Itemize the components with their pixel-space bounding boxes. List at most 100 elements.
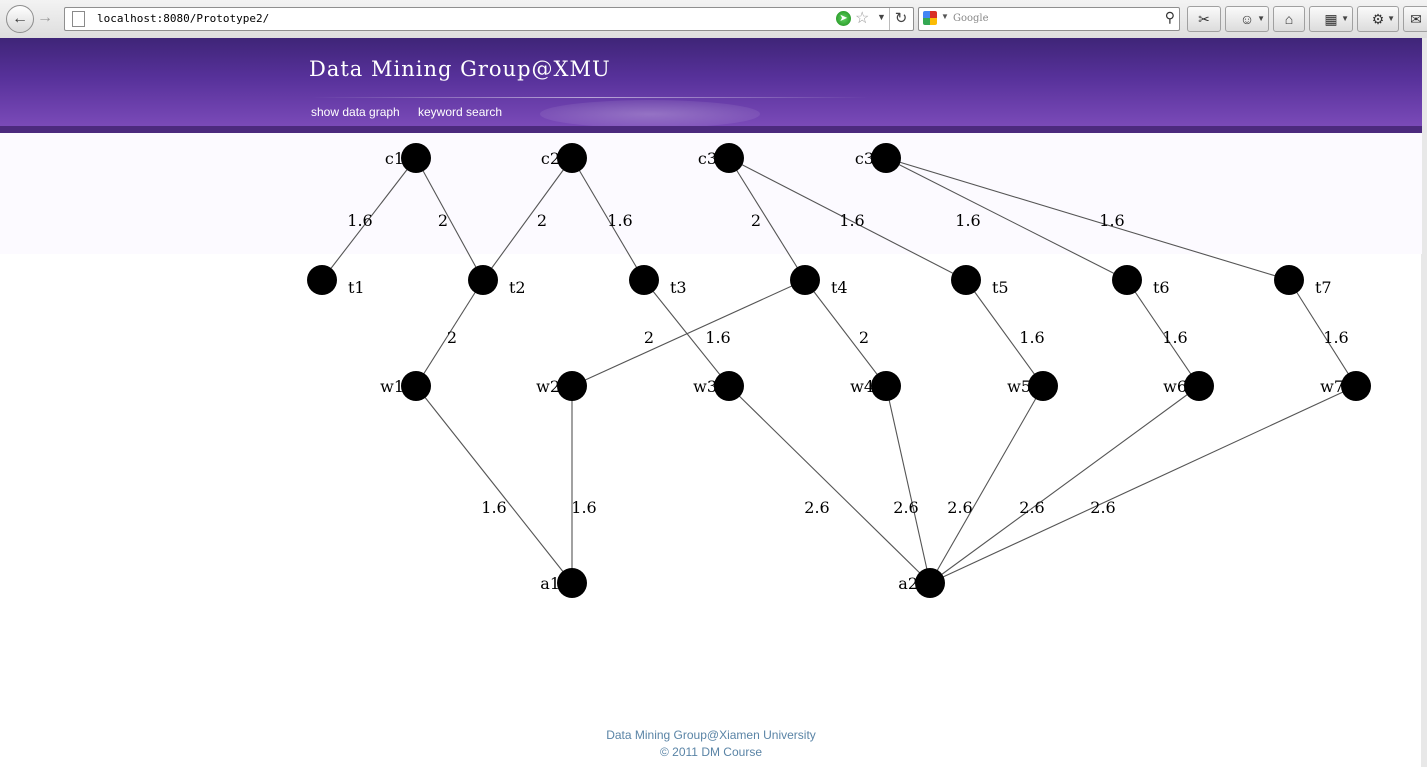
node-w7[interactable] [1341,371,1371,401]
header-divider [310,97,870,98]
go-arrow-icon[interactable]: ➤ [836,11,851,26]
footer-copyright: © 2011 DM Course [660,745,762,759]
edge-t5-w5 [965,279,1044,387]
node-label: w1 [380,377,404,396]
node-t2[interactable] [468,265,498,295]
node-c2[interactable] [557,143,587,173]
mail-icon[interactable]: ✉ [1403,6,1427,32]
edge-c2-t3 [571,157,645,281]
history-dropdown-icon[interactable]: ▼ [877,12,886,22]
node-label: t7 [1315,278,1332,297]
smiley-addon-icon[interactable]: ☺▼ [1225,6,1269,32]
edge-weight-label: 2 [859,328,869,347]
edge-weight-label: 1.6 [347,211,372,230]
edge-weight-label: 2 [537,211,547,230]
edge-t7-w7 [1288,279,1357,387]
magnifier-icon[interactable]: ⚲ [1164,9,1175,25]
node-label: t3 [670,278,687,297]
forward-arrow-icon[interactable]: → [37,9,53,26]
edge-weight-label: 2 [438,211,448,230]
node-w3[interactable] [714,371,744,401]
node-label: c3 [698,149,717,168]
node-a1[interactable] [557,568,587,598]
edge-weight-label: 1.6 [955,211,980,230]
node-label: t1 [348,278,365,297]
engine-dropdown-icon[interactable]: ▼ [941,12,949,21]
edge-weight-label: 1.6 [839,211,864,230]
edge-w3-a2 [728,385,931,584]
edge-w6-a2 [929,385,1200,584]
node-label: c3 [855,149,874,168]
node-c3b[interactable] [871,143,901,173]
node-t1[interactable] [307,265,337,295]
edge-weight-label: 1.6 [571,498,596,517]
google-engine-icon[interactable] [923,11,937,25]
node-t7[interactable] [1274,265,1304,295]
node-label: a1 [540,574,560,593]
node-label: t5 [992,278,1009,297]
node-t4[interactable] [790,265,820,295]
edge-c3a-t4 [728,157,806,281]
search-bar[interactable]: ▼ ⚲ [918,7,1180,31]
edge-c3b-t6 [885,157,1128,281]
node-w2[interactable] [557,371,587,401]
node-label: a2 [898,574,918,593]
node-label: w3 [693,377,717,396]
node-w6[interactable] [1184,371,1214,401]
node-w4[interactable] [871,371,901,401]
node-label: c2 [541,149,560,168]
home-icon[interactable]: ⌂ [1273,6,1305,32]
node-a2[interactable] [915,568,945,598]
site-header: Data Mining Group@XMU show data graph ke… [0,38,1422,128]
edge-c1-t2 [415,157,484,281]
node-t5[interactable] [951,265,981,295]
node-t6[interactable] [1112,265,1142,295]
edge-w1-a1 [415,385,573,584]
edge-weight-label: 1.6 [607,211,632,230]
bookmark-star-icon[interactable]: ☆ [855,10,870,27]
edge-weight-label: 2.6 [947,498,972,517]
edge-t2-w1 [415,279,484,387]
nav-show-data-graph[interactable]: show data graph [311,105,400,119]
node-c3a[interactable] [714,143,744,173]
browser-toolbar: ← → ➤ ☆ ▼ ↻ ▼ ⚲ ✂ ☺▼ ⌂ ▦▼ ⚙▼ ✉ [0,0,1427,39]
header-glow [540,100,760,128]
node-label: t2 [509,278,526,297]
reload-icon[interactable]: ↻ [889,8,912,30]
edge-weight-label: 2.6 [1019,498,1044,517]
node-label: w6 [1163,377,1187,396]
node-label: c1 [385,149,404,168]
node-label: w5 [1007,377,1031,396]
edge-weight-label: 2.6 [1090,498,1115,517]
address-bar[interactable]: ➤ ☆ ▼ ↻ [64,7,914,31]
node-c1[interactable] [401,143,431,173]
grid-addon-icon[interactable]: ▦▼ [1309,6,1353,32]
edge-t3-w3 [643,279,730,387]
page-icon [72,11,85,27]
edge-weight-label: 1.6 [1323,328,1348,347]
url-input[interactable] [97,10,817,27]
node-w5[interactable] [1028,371,1058,401]
site-title: Data Mining Group@XMU [309,57,611,81]
node-t3[interactable] [629,265,659,295]
node-w1[interactable] [401,371,431,401]
edge-weight-label: 2 [751,211,761,230]
edge-c3a-t5 [728,157,967,281]
tools-addon-icon[interactable]: ⚙▼ [1357,6,1399,32]
page-scrollbar[interactable] [1421,38,1427,767]
edge-c1-t1 [321,157,417,281]
header-bottom-bar [0,126,1422,133]
scissors-icon[interactable]: ✂ [1187,6,1221,32]
search-input[interactable] [953,10,1153,27]
edge-t4-w4 [804,279,887,387]
back-arrow-icon[interactable]: ← [6,5,34,33]
edge-weight-label: 2 [447,328,457,347]
nav-keyword-search[interactable]: keyword search [418,105,503,119]
edge-weight-label: 1.6 [1019,328,1044,347]
edge-w4-a2 [885,385,931,584]
edge-weight-label: 1.6 [481,498,506,517]
edge-w7-a2 [929,385,1357,584]
